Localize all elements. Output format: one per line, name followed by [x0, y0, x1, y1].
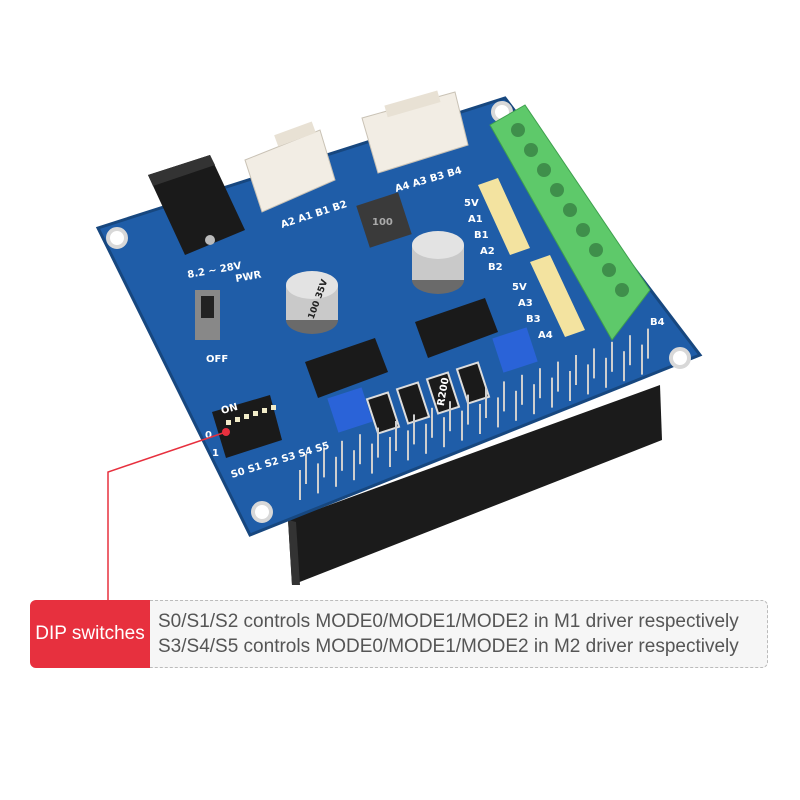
dip-switch-callout: DIP switches S0/S1/S2 controls MODE0/MOD…	[30, 600, 768, 668]
dip-one-label: 1	[212, 448, 219, 459]
dip-zero-label: 0	[205, 430, 212, 441]
motor-connector-2	[361, 90, 469, 174]
current-sense-resistors	[365, 361, 491, 435]
header2-pin-label: B3	[526, 314, 541, 325]
dip-switch	[212, 395, 282, 458]
driver-chip-m1	[305, 338, 388, 398]
header2-labels: 5V A3 B3 A4	[512, 282, 553, 341]
potentiometer-1	[327, 387, 373, 433]
mounting-holes	[106, 101, 691, 523]
header1-labels: 5V A1 B1 A2 B2	[464, 198, 503, 273]
on-label: ON	[220, 402, 239, 417]
header1-pin-label: B2	[488, 262, 503, 273]
callout-leader-line	[107, 431, 227, 600]
callout-anchor-dot	[222, 428, 230, 436]
callout-line: S0/S1/S2 controls MODE0/MODE1/MODE2 in M…	[158, 611, 739, 632]
motor-connector-1	[244, 121, 336, 213]
callout-title: DIP switches	[30, 600, 150, 668]
power-switch	[195, 290, 220, 340]
inductor-label: 100	[372, 217, 393, 228]
callout-line: S3/S4/S5 controls MODE0/MODE1/MODE2 in M…	[158, 636, 739, 657]
header1-pin-label: A2	[480, 246, 495, 257]
header2-pin-label: 5V	[512, 282, 527, 293]
header1-pin-label: A1	[468, 214, 483, 225]
gpio-pins	[299, 328, 649, 500]
pwr-label: PWR	[235, 270, 263, 285]
callout-description: S0/S1/S2 controls MODE0/MODE1/MODE2 in M…	[150, 600, 768, 668]
dc-power-jack	[148, 155, 245, 255]
screw-terminal-block	[489, 104, 651, 341]
header2-pin-label: A4	[538, 330, 553, 341]
off-label: OFF	[206, 354, 228, 365]
header2-pin-label: A3	[518, 298, 533, 309]
header1-pin-label: 5V	[464, 198, 479, 209]
pin-header-2	[530, 255, 585, 337]
header1-pin-label: B1	[474, 230, 489, 241]
driver-chip-m2	[415, 298, 498, 358]
capacitor-2	[412, 231, 464, 294]
inductor	[356, 192, 412, 248]
potentiometer-2	[492, 327, 538, 373]
capacitor-1	[286, 271, 338, 334]
pin-header-1	[478, 178, 530, 255]
resistor-label: R200	[436, 377, 452, 407]
gpio-female-header	[288, 385, 662, 585]
terminal-end-label: B4	[650, 317, 665, 328]
